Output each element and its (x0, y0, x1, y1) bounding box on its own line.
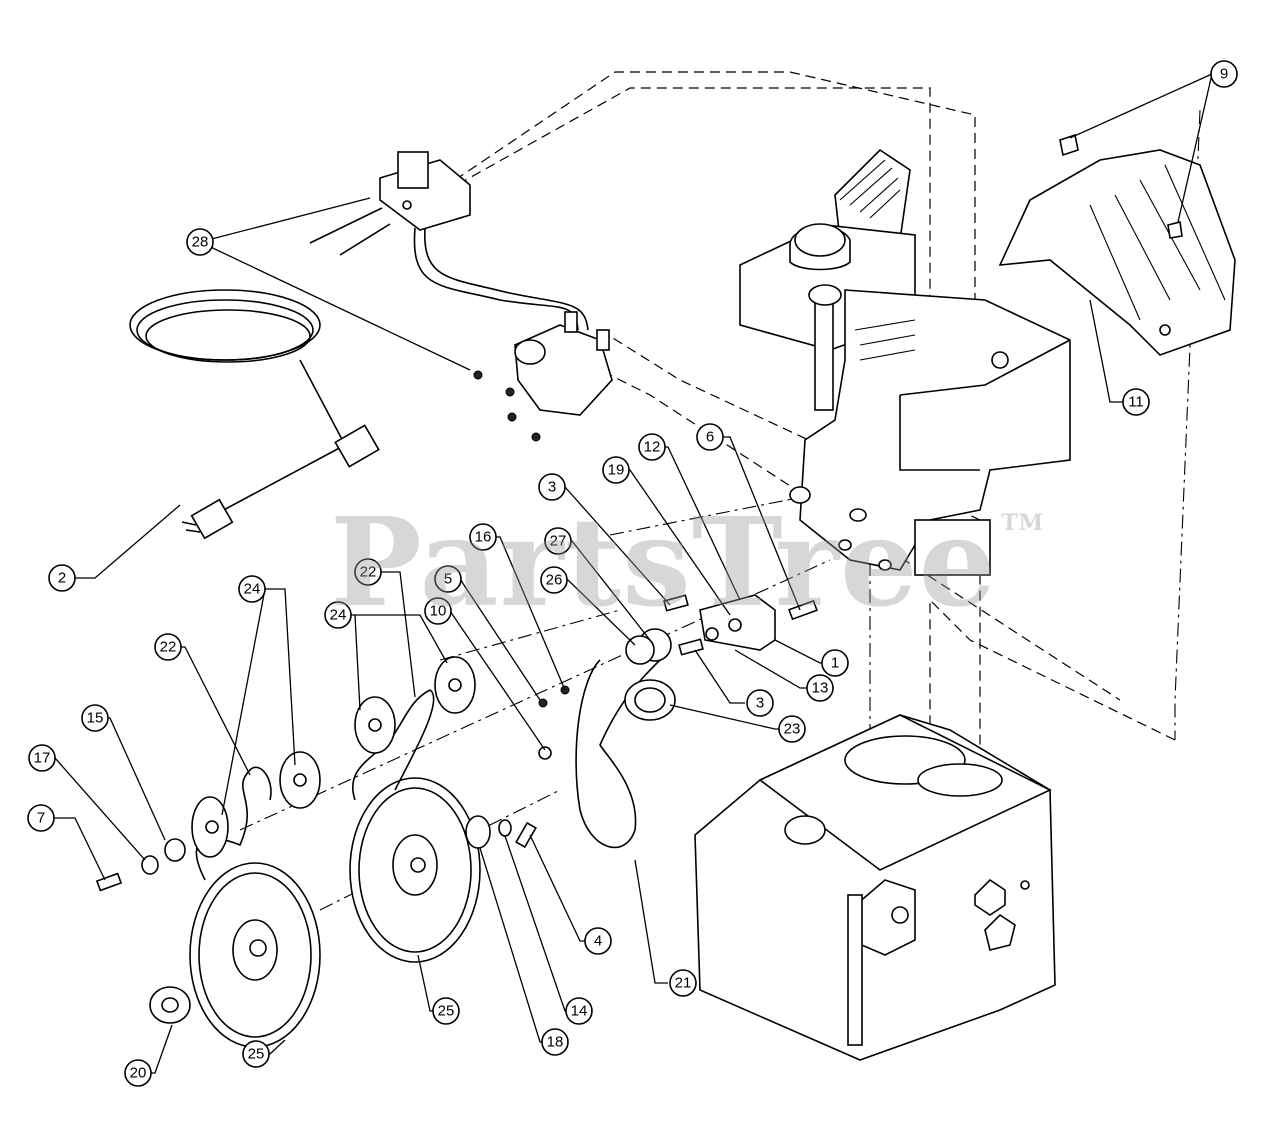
svg-text:20: 20 (130, 1065, 147, 1082)
svg-text:15: 15 (87, 710, 104, 727)
svg-text:23: 23 (784, 721, 801, 738)
svg-text:19: 19 (608, 462, 625, 479)
callout-20[interactable]: 20 (124, 1059, 152, 1087)
callout-7[interactable]: 7 (27, 804, 55, 832)
svg-text:7: 7 (37, 810, 45, 827)
callout-15[interactable]: 15 (81, 704, 109, 732)
svg-text:26: 26 (546, 572, 563, 589)
callout-14[interactable]: 14 (565, 997, 593, 1025)
callout-22-lower[interactable]: 22 (154, 633, 182, 661)
svg-text:25: 25 (248, 1046, 265, 1063)
svg-text:22: 22 (160, 639, 177, 656)
callout-25-left[interactable]: 25 (242, 1040, 270, 1068)
svg-text:22: 22 (360, 564, 377, 581)
extension-cord[interactable] (129, 289, 380, 540)
callout-11[interactable]: 11 (1122, 388, 1150, 416)
svg-text:11: 11 (1128, 394, 1144, 411)
callout-3-lower[interactable]: 3 (746, 689, 774, 717)
callout-1[interactable]: 1 (821, 649, 849, 677)
callout-12[interactable]: 12 (638, 433, 666, 461)
svg-text:4: 4 (594, 933, 602, 950)
svg-text:10: 10 (430, 603, 447, 620)
callout-24-right[interactable]: 24 (324, 601, 352, 629)
callout-19[interactable]: 19 (602, 456, 630, 484)
svg-text:13: 13 (812, 680, 829, 697)
callout-17[interactable]: 17 (28, 744, 56, 772)
callout-2[interactable]: 2 (48, 564, 76, 592)
callout-18[interactable]: 18 (541, 1028, 569, 1056)
svg-text:3: 3 (548, 479, 556, 496)
callout-10[interactable]: 10 (424, 597, 452, 625)
svg-text:25: 25 (438, 1003, 455, 1020)
callout-27[interactable]: 27 (544, 527, 572, 555)
callout-24-left[interactable]: 24 (238, 575, 266, 603)
svg-text:5: 5 (444, 571, 452, 588)
svg-text:17: 17 (34, 750, 51, 767)
svg-text:1: 1 (831, 655, 839, 672)
callout-21[interactable]: 21 (669, 969, 697, 997)
engine-shroud[interactable] (998, 133, 1236, 356)
svg-text:12: 12 (644, 439, 661, 456)
svg-text:16: 16 (475, 529, 492, 546)
callout-28[interactable]: 28 (186, 228, 214, 256)
callout-16[interactable]: 16 (469, 523, 497, 551)
svg-text:28: 28 (192, 234, 209, 251)
callouts: 9 28 11 2 12 6 19 3 16 27 22 5 26 10 24 … (27, 60, 1238, 1087)
callout-6[interactable]: 6 (696, 423, 724, 451)
callout-9[interactable]: 9 (1210, 60, 1238, 88)
svg-text:24: 24 (244, 581, 261, 598)
callout-26[interactable]: 26 (540, 566, 568, 594)
pulley-assembly[interactable] (95, 594, 818, 1048)
callout-3-upper[interactable]: 3 (538, 473, 566, 501)
svg-text:24: 24 (330, 607, 347, 624)
svg-text:9: 9 (1220, 66, 1228, 83)
svg-text:21: 21 (675, 975, 692, 992)
electric-starter-assembly[interactable] (309, 151, 613, 442)
svg-text:3: 3 (756, 695, 764, 712)
svg-text:6: 6 (706, 429, 714, 446)
callout-22-upper[interactable]: 22 (354, 558, 382, 586)
callout-5[interactable]: 5 (434, 565, 462, 593)
svg-text:27: 27 (550, 533, 567, 550)
svg-text:18: 18 (547, 1034, 564, 1051)
callout-13[interactable]: 13 (806, 674, 834, 702)
callout-4[interactable]: 4 (584, 927, 612, 955)
svg-text:2: 2 (58, 570, 66, 587)
frame[interactable] (694, 714, 1056, 1061)
callout-25-right[interactable]: 25 (432, 997, 460, 1025)
engine[interactable] (739, 148, 1071, 576)
callout-23[interactable]: 23 (778, 715, 806, 743)
svg-text:14: 14 (571, 1003, 588, 1020)
